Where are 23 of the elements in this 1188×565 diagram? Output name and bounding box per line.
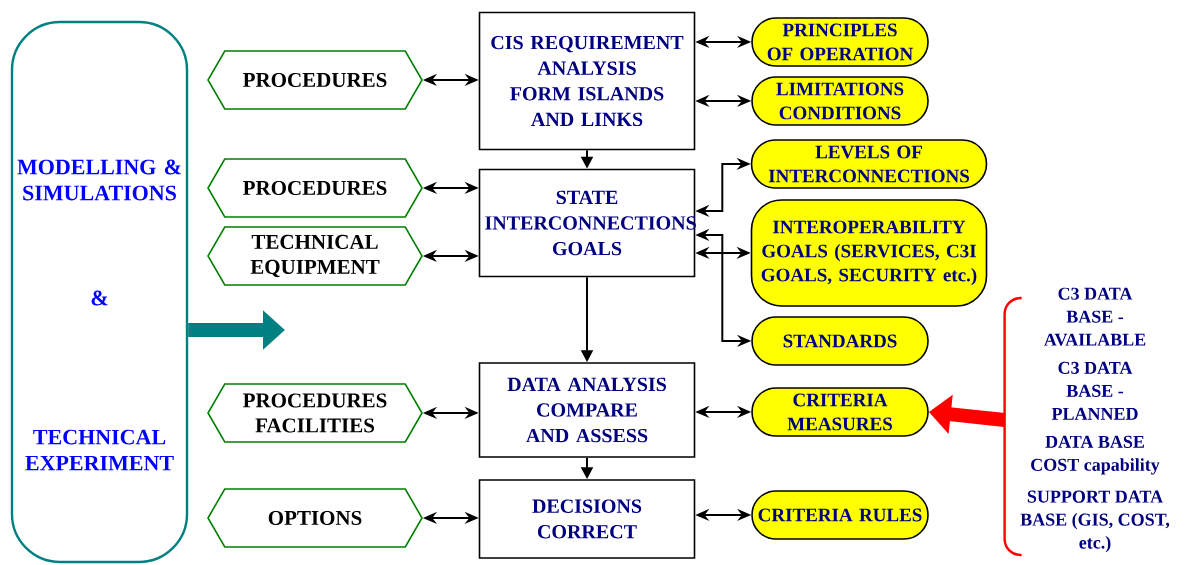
bracket-text: C3 DATA BASE - AVAILABLE C3 DATA BASE - PLANNED DATA BASE COST capability SUPPORT DATA BASE (GIS, COST, etc.): [1020, 287, 1170, 553]
hexagon: PROCEDURES FACILITIES: [207, 383, 423, 443]
process-box: DATA ANALYSIS COMPARE AND ASSESS: [478, 362, 696, 458]
hexagon: TECHNICAL EQUIPMENT: [207, 226, 423, 286]
rounded-box: LEVELS OF INTERCONNECTIONS: [750, 139, 988, 189]
rounded-box: STANDARDS: [751, 316, 929, 366]
hexagon: OPTIONS: [207, 488, 423, 548]
hexagon: PROCEDURES: [207, 50, 423, 110]
node-label: C3 DATA BASE - AVAILABLE: [1044, 287, 1146, 346]
rounded-box: CRITERIA RULES: [751, 490, 929, 540]
hexagon: PROCEDURES: [207, 158, 423, 218]
node-label: SUPPORT DATA BASE (GIS, COST, etc.): [1020, 490, 1170, 553]
panel-text: TECHNICAL EXPERIMENT: [25, 429, 174, 471]
rounded-box: INTEROPERABILITY GOALS (SERVICES, C3I GOALS, SECURITY etc.): [750, 199, 988, 307]
rounded-box: LIMITATIONS CONDITIONS: [751, 76, 929, 126]
process-box: DECISIONS CORRECT: [478, 479, 696, 559]
panel-text: MODELLING & SIMULATIONS: [17, 159, 181, 201]
node-label: C3 DATA BASE - PLANNED: [1051, 361, 1138, 420]
node-label: DATA BASE COST capability: [1031, 435, 1160, 475]
process-box: CIS REQUIREMENT ANALYSIS FORM ISLANDS AND LINKS: [478, 11, 696, 151]
rounded-box: CRITERIA MEASURES: [751, 387, 929, 437]
panel-text: &: [91, 290, 108, 306]
rounded-box: PRINCIPLES OF OPERATION: [751, 17, 929, 67]
